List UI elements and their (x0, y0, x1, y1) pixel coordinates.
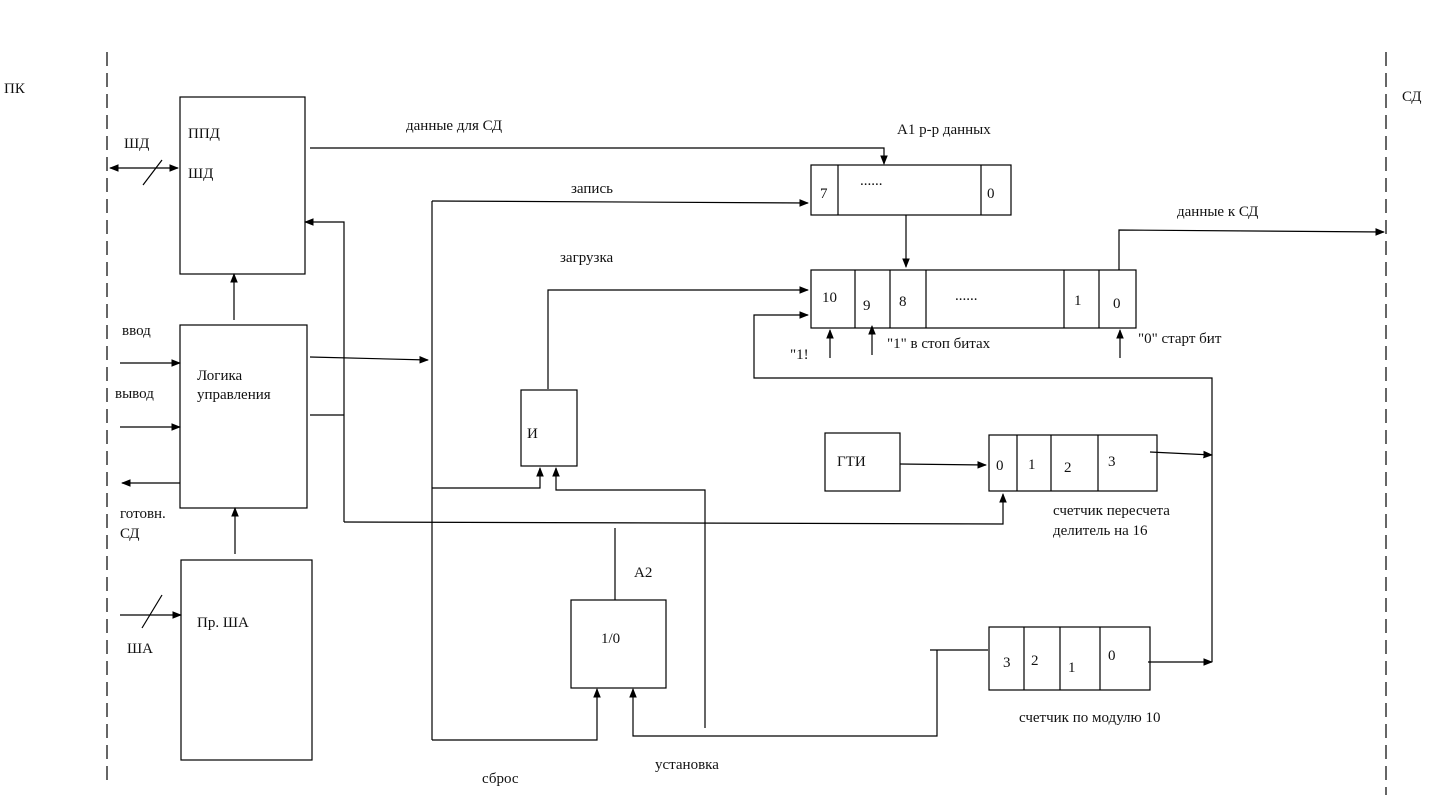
load-signal-line (547, 286, 809, 389)
shift-cell-dots: ...... (955, 288, 978, 304)
shift-cell-8: 8 (899, 294, 907, 310)
data-to-sd-line (1118, 228, 1385, 270)
counter10-cell-3: 3 (1003, 655, 1011, 671)
counter-enable-line (343, 493, 1007, 525)
counter10-cell-2: 2 (1031, 653, 1039, 669)
ppd-sub: ШД (188, 166, 213, 182)
start-bit-label: "0" старт бит (1138, 331, 1222, 347)
input-signal-label: ввод (122, 323, 151, 339)
and-gate-input-a (432, 467, 544, 489)
shift-register (810, 269, 1137, 329)
and-gate-block (520, 389, 578, 467)
clock-to-counter-arrow (899, 461, 987, 469)
data-for-sd-label: данные для СД (406, 118, 502, 134)
data-register-label: А1 р-р данных (897, 122, 991, 138)
a2-flipflop-block (570, 599, 667, 689)
data-register-cell-lsb: 0 (987, 186, 995, 202)
address-bus-slash (141, 594, 163, 629)
write-signal-arrow (431, 199, 809, 207)
counter16-label-2: делитель на 16 (1053, 523, 1148, 539)
control-logic-line1: Логика (197, 368, 243, 384)
shift-clock-line (753, 311, 1213, 455)
ppd-title: ППД (188, 126, 220, 142)
counter10-cell-0: 0 (1108, 648, 1116, 664)
control-logic-block (179, 324, 308, 509)
ready-label-line1: готовн. (120, 506, 166, 522)
counter16-cell-2: 2 (1064, 460, 1072, 476)
counter10-label: счетчик по модулю 10 (1019, 710, 1160, 726)
counter16-label-1: счетчик пересчета (1053, 503, 1170, 519)
reset-signal-line (432, 688, 601, 741)
reset-signal-label: сброс (482, 771, 519, 787)
address-bus-receiver-title: Пр. ША (197, 615, 249, 631)
data-bus-label: ШД (124, 136, 149, 152)
shift-cell-9: 9 (863, 298, 871, 314)
clock-generator-title: ГТИ (837, 454, 866, 470)
output-signal-label: вывод (115, 386, 154, 402)
counter10-cell-1: 1 (1068, 660, 1076, 676)
counter-mod10 (988, 626, 1151, 691)
logic-to-bus-arrow (309, 355, 429, 364)
data-register (810, 164, 1012, 216)
ready-label-line2: СД (120, 526, 140, 542)
load-signal-label: загрузка (560, 250, 614, 266)
shift-cell-0: 0 (1113, 296, 1121, 312)
sd-side-label: СД (1402, 89, 1422, 105)
ppd-feedback-line (304, 218, 345, 522)
stop-bits-label: "1" в стоп битах (887, 336, 991, 352)
data-register-cell-msb: 7 (820, 186, 828, 202)
set-signal-line (629, 650, 938, 737)
counter16-out-arrow (1149, 450, 1213, 459)
counter-div16 (988, 434, 1158, 492)
a2-label: А2 (634, 565, 652, 581)
write-signal-label: запись (571, 181, 613, 197)
shift-cell-10: 10 (822, 290, 837, 306)
a2-inner-label: 1/0 (601, 631, 620, 647)
data-bus-slash (142, 159, 163, 186)
data-register-cell-dots: ...... (860, 173, 883, 189)
and-gate-input-b (552, 467, 706, 728)
counter16-cell-0: 0 (996, 458, 1004, 474)
control-logic-line2: управления (197, 387, 271, 403)
data-for-sd-line (310, 147, 888, 165)
shift-cell-1: 1 (1074, 293, 1082, 309)
address-bus-receiver-block (180, 559, 313, 761)
clock-generator-block (824, 432, 901, 492)
pc-side-label: ПК (4, 81, 26, 97)
ppd-block (179, 96, 306, 275)
and-gate-title: И (527, 426, 538, 442)
one-mark-label: "1! (790, 347, 809, 363)
data-to-sd-label: данные к СД (1177, 204, 1258, 220)
counter16-cell-1: 1 (1028, 457, 1036, 473)
set-signal-label: установка (655, 757, 719, 773)
address-bus-label: ША (127, 641, 153, 657)
counter16-cell-3: 3 (1108, 454, 1116, 470)
